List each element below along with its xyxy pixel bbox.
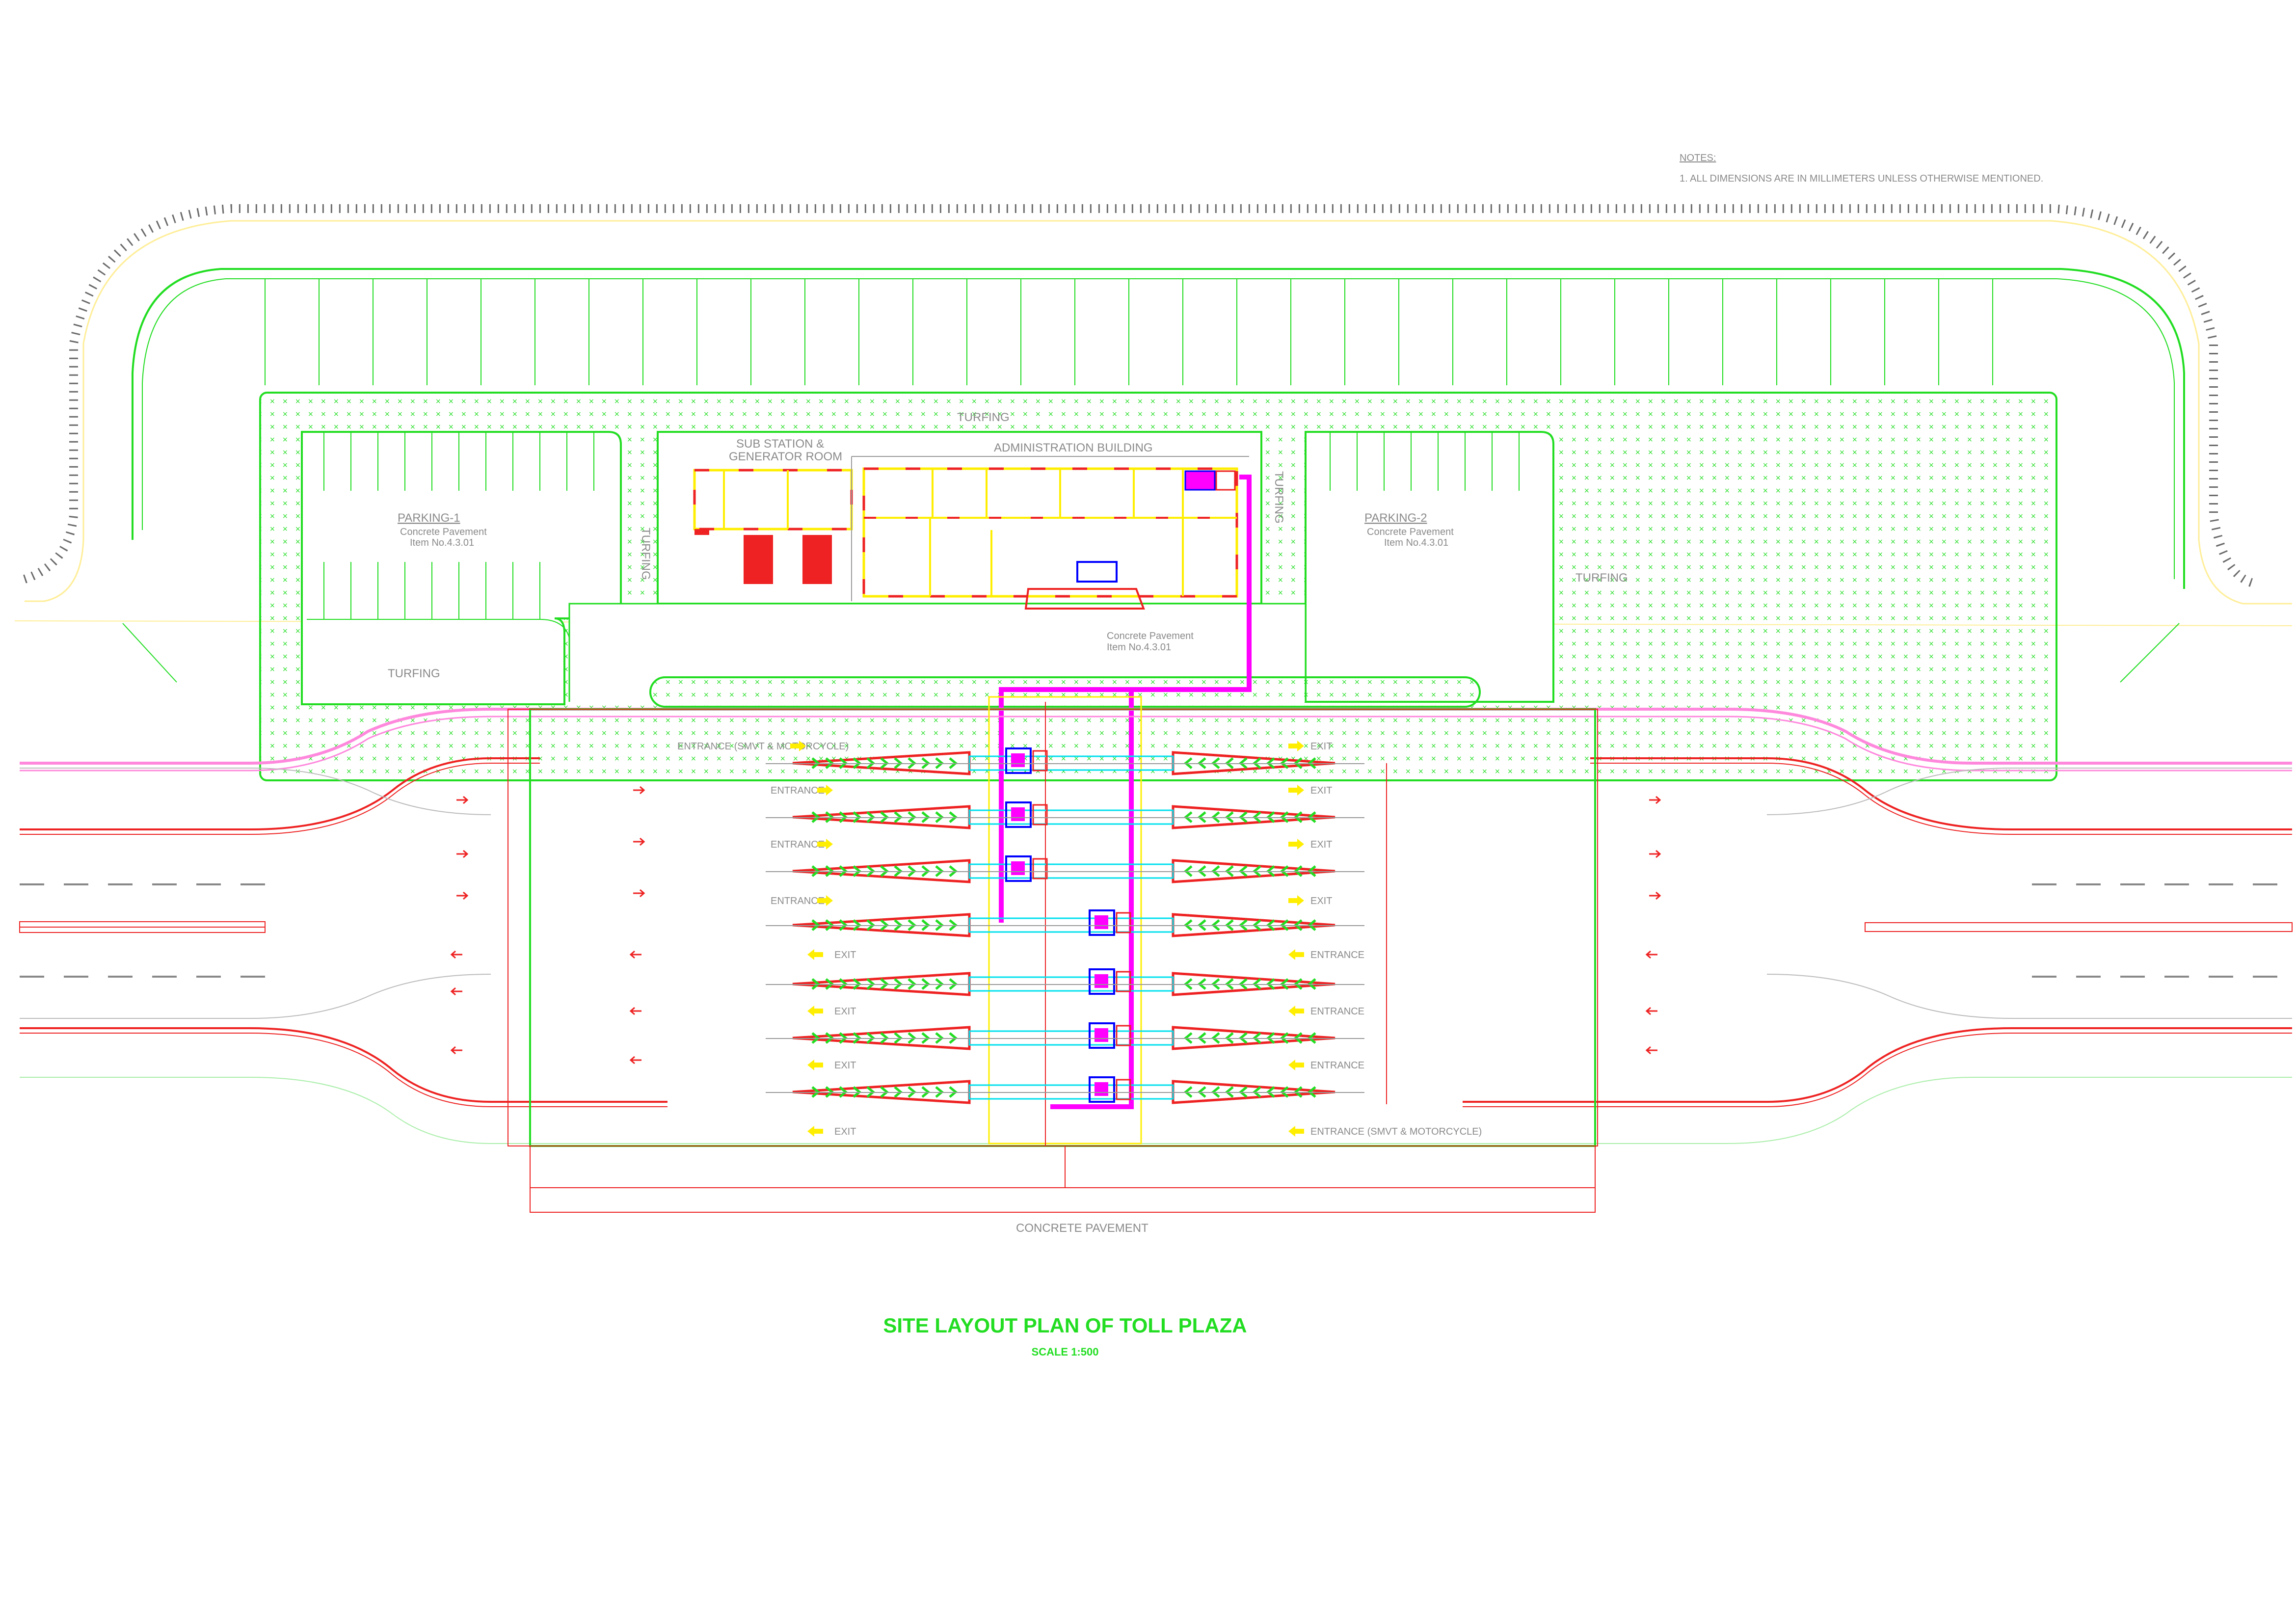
toll-island xyxy=(766,747,1364,775)
title-main: SITE LAYOUT PLAN OF TOLL PLAZA xyxy=(883,1314,1247,1337)
traffic-arrow xyxy=(450,950,462,959)
traffic-arrow xyxy=(456,796,469,804)
turfing-label-vert1: TURFING xyxy=(639,528,652,580)
direction-arrow xyxy=(1288,1126,1304,1137)
lane-right-label: ENTRANCE xyxy=(1310,1006,1364,1017)
notes-block: NOTES: 1. ALL DIMENSIONS ARE IN MILLIMET… xyxy=(1680,153,2043,184)
toll-island xyxy=(766,909,1364,937)
direction-arrow xyxy=(1288,839,1304,850)
admin-title: ADMINISTRATION BUILDING xyxy=(994,441,1153,454)
driveway-item: Item No.4.3.01 xyxy=(1107,642,1171,653)
lane-right-label: EXIT xyxy=(1310,839,1332,850)
traffic-arrow xyxy=(450,987,462,996)
parking-1-pavement: Concrete Pavement xyxy=(400,527,487,537)
toll-island xyxy=(766,968,1364,996)
plaza-boundaries: CONCRETE PAVEMENT xyxy=(507,696,1598,1235)
direction-arrow xyxy=(807,1126,823,1137)
traffic-arrow xyxy=(629,1007,641,1015)
direction-arrow xyxy=(1288,895,1304,906)
direction-arrow xyxy=(817,895,833,906)
upper-parking-bay xyxy=(122,268,2185,683)
lane-left-label: EXIT xyxy=(834,1060,856,1071)
toll-lanes: ENTRANCE (SMVT & MOTORCYCLE) EXIT ENTRANCE… xyxy=(677,741,1482,1137)
notes-item-1: 1. ALL DIMENSIONS ARE IN MILLIMETERS UNL… xyxy=(1680,173,2043,184)
direction-arrow xyxy=(1288,741,1304,751)
parking-2-pavement: Concrete Pavement xyxy=(1367,527,1454,537)
traffic-arrow xyxy=(1645,1007,1657,1015)
notes-heading: NOTES: xyxy=(1680,153,1716,163)
cable-route xyxy=(999,475,1252,1109)
traffic-arrow xyxy=(633,889,645,898)
parking-2-label: PARKING-2 Concrete Pavement Item No.4.3.… xyxy=(1364,511,1454,548)
toll-island xyxy=(766,1022,1364,1050)
parking-1-label: PARKING-1 Concrete Pavement Item No.4.3.… xyxy=(398,511,487,548)
concrete-pavement-label: CONCRETE PAVEMENT xyxy=(1016,1222,1148,1235)
traffic-arrow xyxy=(633,786,645,795)
direction-arrow xyxy=(790,741,806,751)
turfing-label-left: TURFING xyxy=(388,667,440,680)
traffic-arrow xyxy=(1645,950,1657,959)
direction-arrow xyxy=(1288,1006,1304,1016)
parking-2-title: PARKING-2 xyxy=(1364,511,1427,525)
turf-areas xyxy=(259,392,2057,781)
turfing-label-vert2: TURFING xyxy=(1272,471,1285,524)
traffic-arrow xyxy=(450,1046,462,1055)
lane-right-label: EXIT xyxy=(1310,785,1332,796)
lane-left-label: ENTRANCE xyxy=(771,785,825,796)
lane-left-label: ENTRANCE xyxy=(771,839,825,850)
lane-left-label: EXIT xyxy=(834,1006,856,1017)
direction-arrow xyxy=(1288,785,1304,796)
traffic-arrow xyxy=(456,850,469,858)
lane-right-label: ENTRANCE xyxy=(1310,950,1364,960)
traffic-arrow xyxy=(1649,850,1661,858)
direction-arrow xyxy=(1288,949,1304,960)
direction-arrow xyxy=(807,949,823,960)
lane-right-label: EXIT xyxy=(1310,741,1332,752)
traffic-arrow xyxy=(633,837,645,846)
lane-right-label: ENTRANCE (SMVT & MOTORCYCLE) xyxy=(1310,1126,1482,1137)
direction-arrow xyxy=(1288,1060,1304,1070)
road-arrows xyxy=(450,786,1661,1065)
traffic-arrow xyxy=(629,950,641,959)
parking-1-title: PARKING-1 xyxy=(398,511,460,525)
traffic-arrow xyxy=(1645,1046,1657,1055)
direction-arrow xyxy=(817,839,833,850)
driveway-pavement: Concrete Pavement xyxy=(1107,631,1194,641)
toll-island xyxy=(766,1076,1364,1104)
administration-building: ADMINISTRATION BUILDING xyxy=(851,441,1249,610)
traffic-arrow xyxy=(629,1056,641,1065)
traffic-arrow xyxy=(456,891,469,900)
substation-title-2: GENERATOR ROOM xyxy=(729,450,842,463)
turfing-label-right: TURFING xyxy=(1575,571,1628,585)
direction-arrow xyxy=(817,785,833,796)
parking-1-item: Item No.4.3.01 xyxy=(410,537,474,548)
traffic-arrow xyxy=(1649,891,1661,900)
lane-left-label: EXIT xyxy=(834,950,856,960)
lane-right-label: EXIT xyxy=(1310,896,1332,906)
parking-2-item: Item No.4.3.01 xyxy=(1384,537,1448,548)
direction-arrow xyxy=(807,1060,823,1070)
lane-left-label: EXIT xyxy=(834,1126,856,1137)
direction-arrow xyxy=(807,1006,823,1016)
lane-right-label: ENTRANCE xyxy=(1310,1060,1364,1071)
lane-left-label: ENTRANCE xyxy=(771,896,825,906)
toll-island xyxy=(766,801,1364,829)
driveway-label: Concrete Pavement Item No.4.3.01 xyxy=(1107,631,1194,653)
traffic-arrow xyxy=(1649,796,1661,804)
turfing-label-top: TURFING xyxy=(957,411,1010,424)
title-scale: SCALE 1:500 xyxy=(1032,1346,1099,1358)
drawing-title: SITE LAYOUT PLAN OF TOLL PLAZA SCALE 1:5… xyxy=(883,1314,1247,1358)
substation-title-1: SUB STATION & xyxy=(736,437,824,451)
lane-left-label: ENTRANCE (SMVT & MOTORCYCLE) xyxy=(677,741,849,752)
toll-island xyxy=(766,855,1364,883)
